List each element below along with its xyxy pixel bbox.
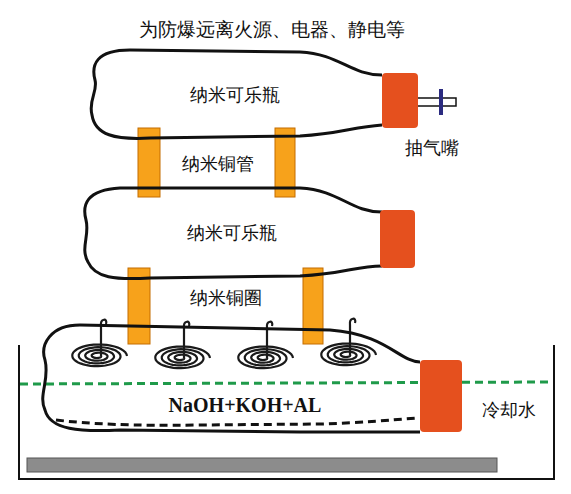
straw-clip (439, 89, 443, 115)
tube-label: 纳米铜管 (182, 154, 254, 175)
coil-stem (350, 319, 355, 355)
coil (238, 347, 293, 369)
chemical-label: NaOH+KOH+AL (169, 394, 322, 417)
bottle: 纳米可乐瓶 (88, 45, 420, 142)
bottle-cap (382, 73, 418, 128)
bottle-cap (380, 210, 415, 268)
tray-label: 冷却水 (482, 400, 536, 421)
bottle-body (85, 188, 382, 279)
coil (321, 344, 376, 366)
copper-tube (303, 268, 323, 344)
liquid-level (56, 418, 418, 425)
tube-label: 纳米铜圈 (190, 288, 262, 309)
coil (72, 345, 127, 367)
part-label: 抽气嘴 (405, 138, 459, 159)
bottle-body (43, 325, 420, 432)
base-plate (27, 458, 497, 472)
bottle-label: 纳米可乐瓶 (190, 85, 280, 106)
bottle-outline (38, 322, 464, 434)
bottle: 纳米可乐瓶 (80, 185, 417, 282)
bottle: NaOH+KOH+AL (38, 322, 464, 434)
water-level (20, 382, 553, 384)
bottle-body (91, 50, 382, 138)
cooling-tray: 冷却水 NaOH+KOH+AL (18, 345, 555, 480)
bottle-label: 纳米可乐瓶 (187, 223, 277, 244)
bottle-cap (420, 360, 462, 432)
warning-title: 为防爆远离火源、电器、静电等 (139, 19, 405, 41)
coil-stem (267, 322, 272, 358)
coil (155, 347, 210, 369)
